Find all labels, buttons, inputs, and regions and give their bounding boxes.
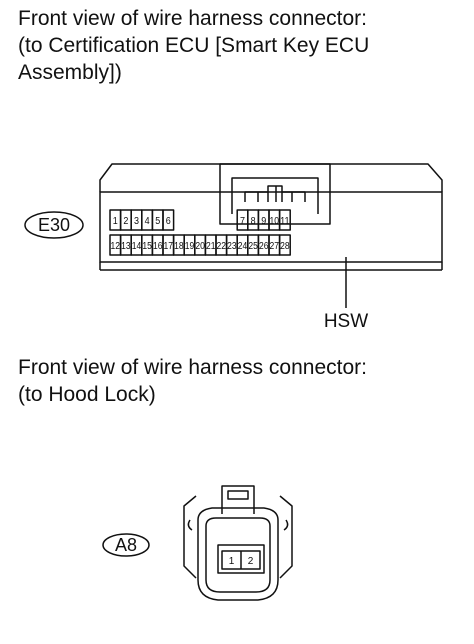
e30-pin-number: 25 [248, 241, 258, 252]
e30-pin-number: 26 [259, 241, 269, 252]
connector-e30-housing [99, 163, 443, 271]
e30-pin-number: 28 [280, 241, 290, 252]
connector-e30-tag-outline [24, 211, 84, 239]
e30-pin-number: 20 [195, 241, 205, 252]
e30-pin-cell [278, 209, 291, 231]
connector-e30-code: E30 [38, 215, 70, 235]
e30-pin-number: 24 [238, 241, 248, 252]
e30-pin-number: 9 [261, 216, 266, 227]
e30-pin-number: 13 [121, 241, 131, 252]
caption-e30-line3: Assembly]) [18, 61, 122, 84]
e30-pin-cell [162, 209, 175, 231]
caption-a8: Front view of wire harness connector: (t… [18, 354, 367, 408]
e30-pin-number: 12 [111, 241, 121, 252]
e30-pin-number: 14 [132, 241, 142, 252]
e30-pin-number: 22 [217, 241, 227, 252]
e30-pin-number: 7 [240, 216, 245, 227]
e30-pin-cell [278, 234, 291, 256]
caption-e30-line1: Front view of wire harness connector: [18, 7, 367, 30]
e30-pin-number: 23 [227, 241, 237, 252]
caption-e30: Front view of wire harness connector: (t… [18, 5, 369, 86]
e30-pin-number: 6 [166, 216, 171, 227]
connector-a8-tag-outline [102, 533, 150, 557]
caption-e30-line2: (to Certification ECU [Smart Key ECU [18, 34, 370, 57]
a8-pin-number: 1 [229, 556, 235, 567]
e30-pin-number: 2 [123, 216, 128, 227]
e30-pin-number: 21 [206, 241, 216, 252]
e30-pin-number: 1 [113, 216, 118, 227]
e30-pin-number: 8 [251, 216, 256, 227]
caption-a8-line2: (to Hood Lock) [18, 383, 156, 406]
e30-pin-number: 19 [185, 241, 195, 252]
connector-e30-cells [109, 209, 291, 256]
e30-pin-number: 3 [134, 216, 139, 227]
connector-a8-code: A8 [115, 535, 137, 555]
hsw-signal-label: HSW [324, 311, 368, 332]
a8-pin-number: 2 [248, 556, 254, 567]
connector-a8-housing [183, 485, 293, 601]
e30-pin-number: 27 [270, 241, 280, 252]
caption-a8-line1: Front view of wire harness connector: [18, 356, 367, 379]
e30-pin-number: 11 [280, 216, 290, 227]
e30-pin-number: 10 [270, 216, 280, 227]
e30-pin-number: 15 [142, 241, 152, 252]
e30-pin-number: 16 [153, 241, 163, 252]
e30-pin-number: 18 [174, 241, 184, 252]
e30-pin-number: 5 [155, 216, 160, 227]
e30-pin-number: 17 [164, 241, 174, 252]
e30-pin-number: 4 [145, 216, 150, 227]
